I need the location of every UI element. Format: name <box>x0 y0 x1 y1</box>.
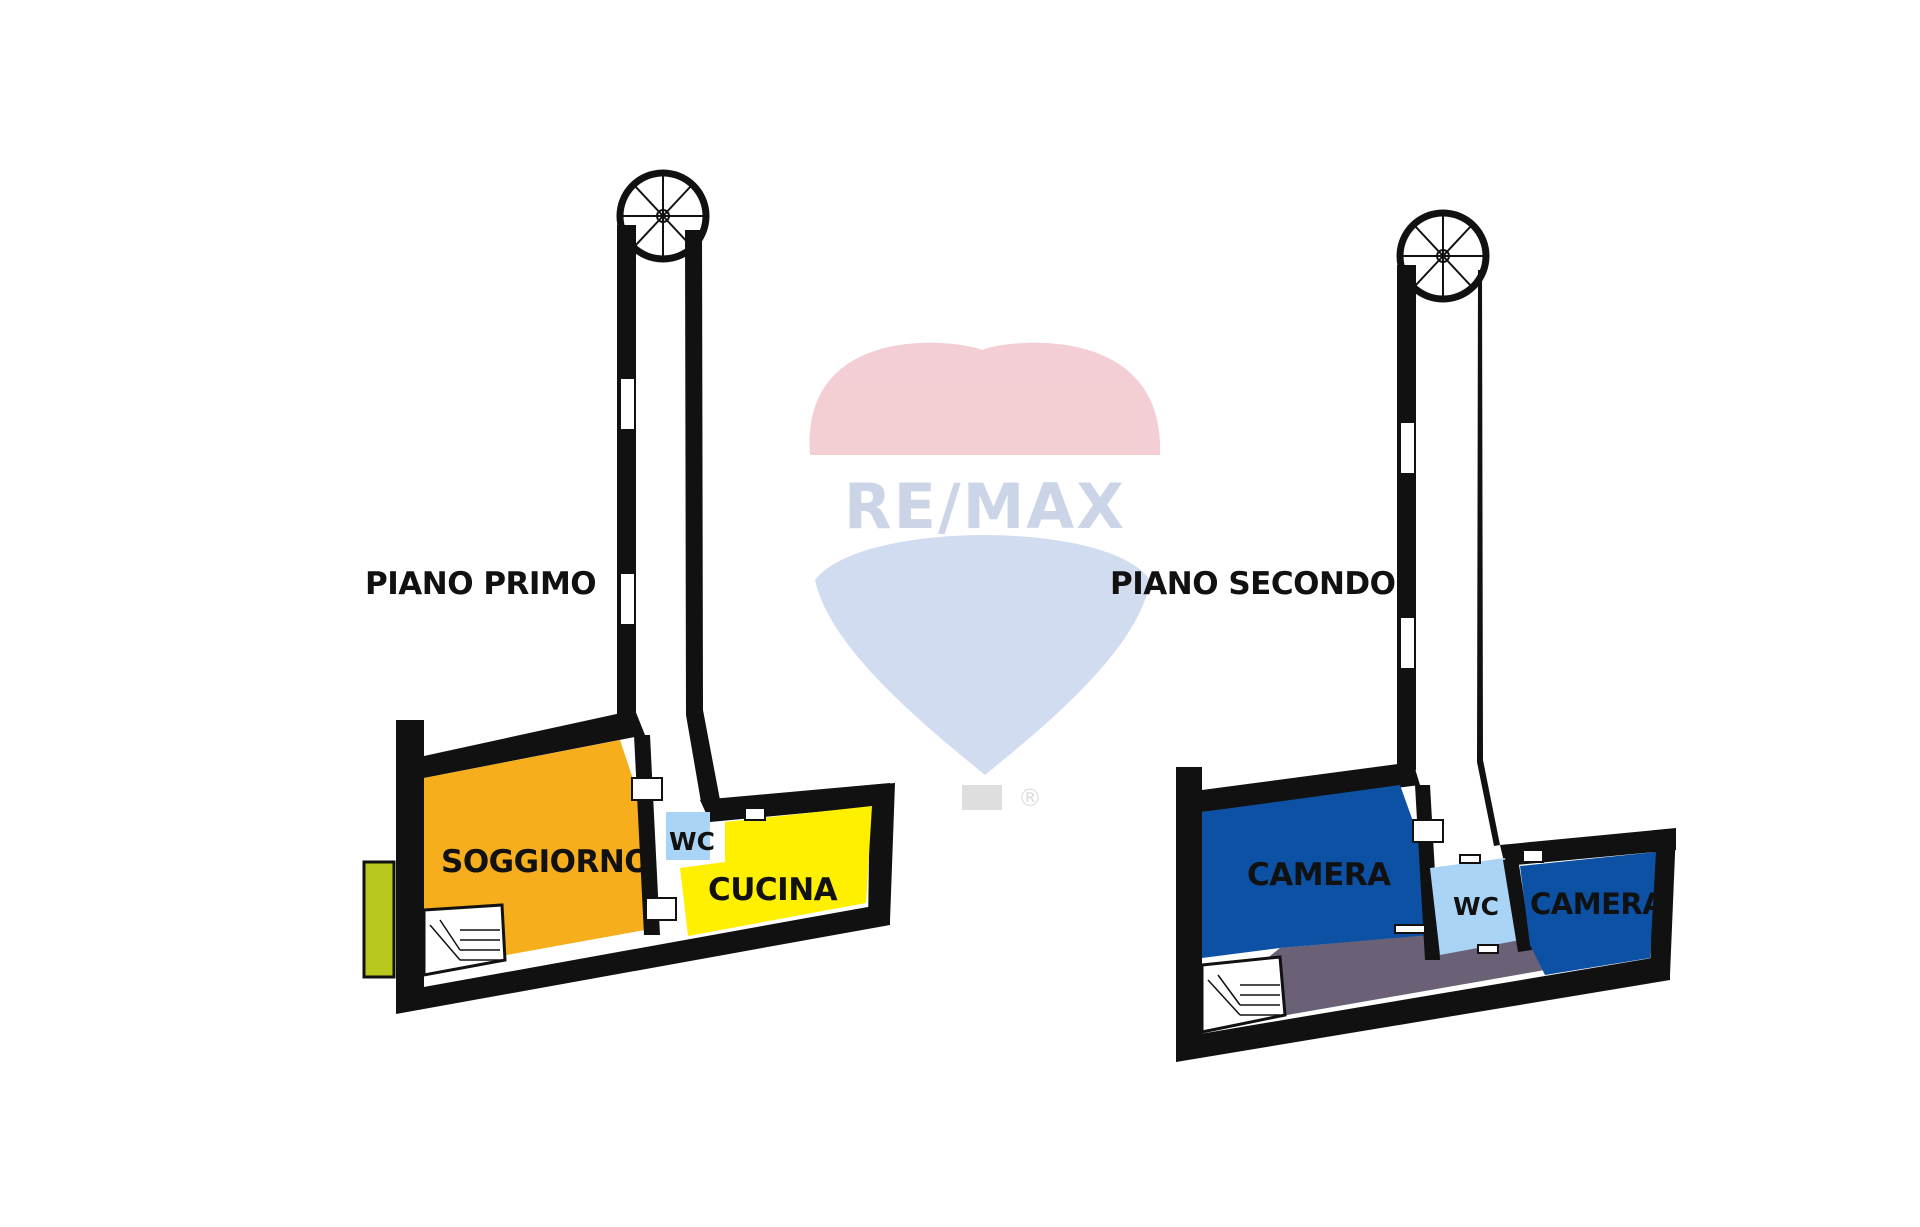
room-camera-left <box>1202 785 1430 958</box>
room-camera-right <box>1520 852 1656 975</box>
remax-logo-text: RE/MAX <box>844 470 1126 543</box>
room-wc-secondo <box>1430 858 1520 955</box>
balloon-top <box>809 342 1161 455</box>
room-cucina <box>680 806 872 936</box>
corridor-walls <box>1397 265 1500 846</box>
remax-watermark: RE/MAX ® <box>809 342 1161 812</box>
floor-plan-primo: PIANO PRIMO SOGGIORNO CUCINA WC <box>362 169 895 1014</box>
spiral-stair-icon <box>1396 209 1490 303</box>
door-markers-primo <box>631 777 766 921</box>
floor-plan-secondo: PIANO SECONDO CAMERA WC CAMERA <box>1110 209 1676 1062</box>
room-label-soggiorno: SOGGIORNO <box>441 844 650 880</box>
floor-title-secondo: PIANO SECONDO <box>1110 566 1395 602</box>
spiral-stair-icon <box>616 169 710 263</box>
room-wc-primo <box>666 812 710 860</box>
stair-flight-icon <box>1200 955 1287 1034</box>
room-label-wc-secondo: WC <box>1453 892 1499 921</box>
floor-title-primo: PIANO PRIMO <box>365 566 596 602</box>
corridor-walls <box>617 225 720 802</box>
door-markers-secondo <box>1394 819 1544 954</box>
balloon-bottom <box>815 535 1150 775</box>
room-label-cucina: CUCINA <box>708 872 838 908</box>
stair-flight-icon <box>422 903 507 977</box>
room-label-wc-primo: WC <box>669 827 715 856</box>
balcony-primo <box>362 860 396 979</box>
room-label-camera-right: CAMERA <box>1530 887 1665 921</box>
balloon-basket <box>962 785 1002 810</box>
registered-mark: ® <box>1018 784 1042 812</box>
room-label-camera-left: CAMERA <box>1247 857 1391 893</box>
